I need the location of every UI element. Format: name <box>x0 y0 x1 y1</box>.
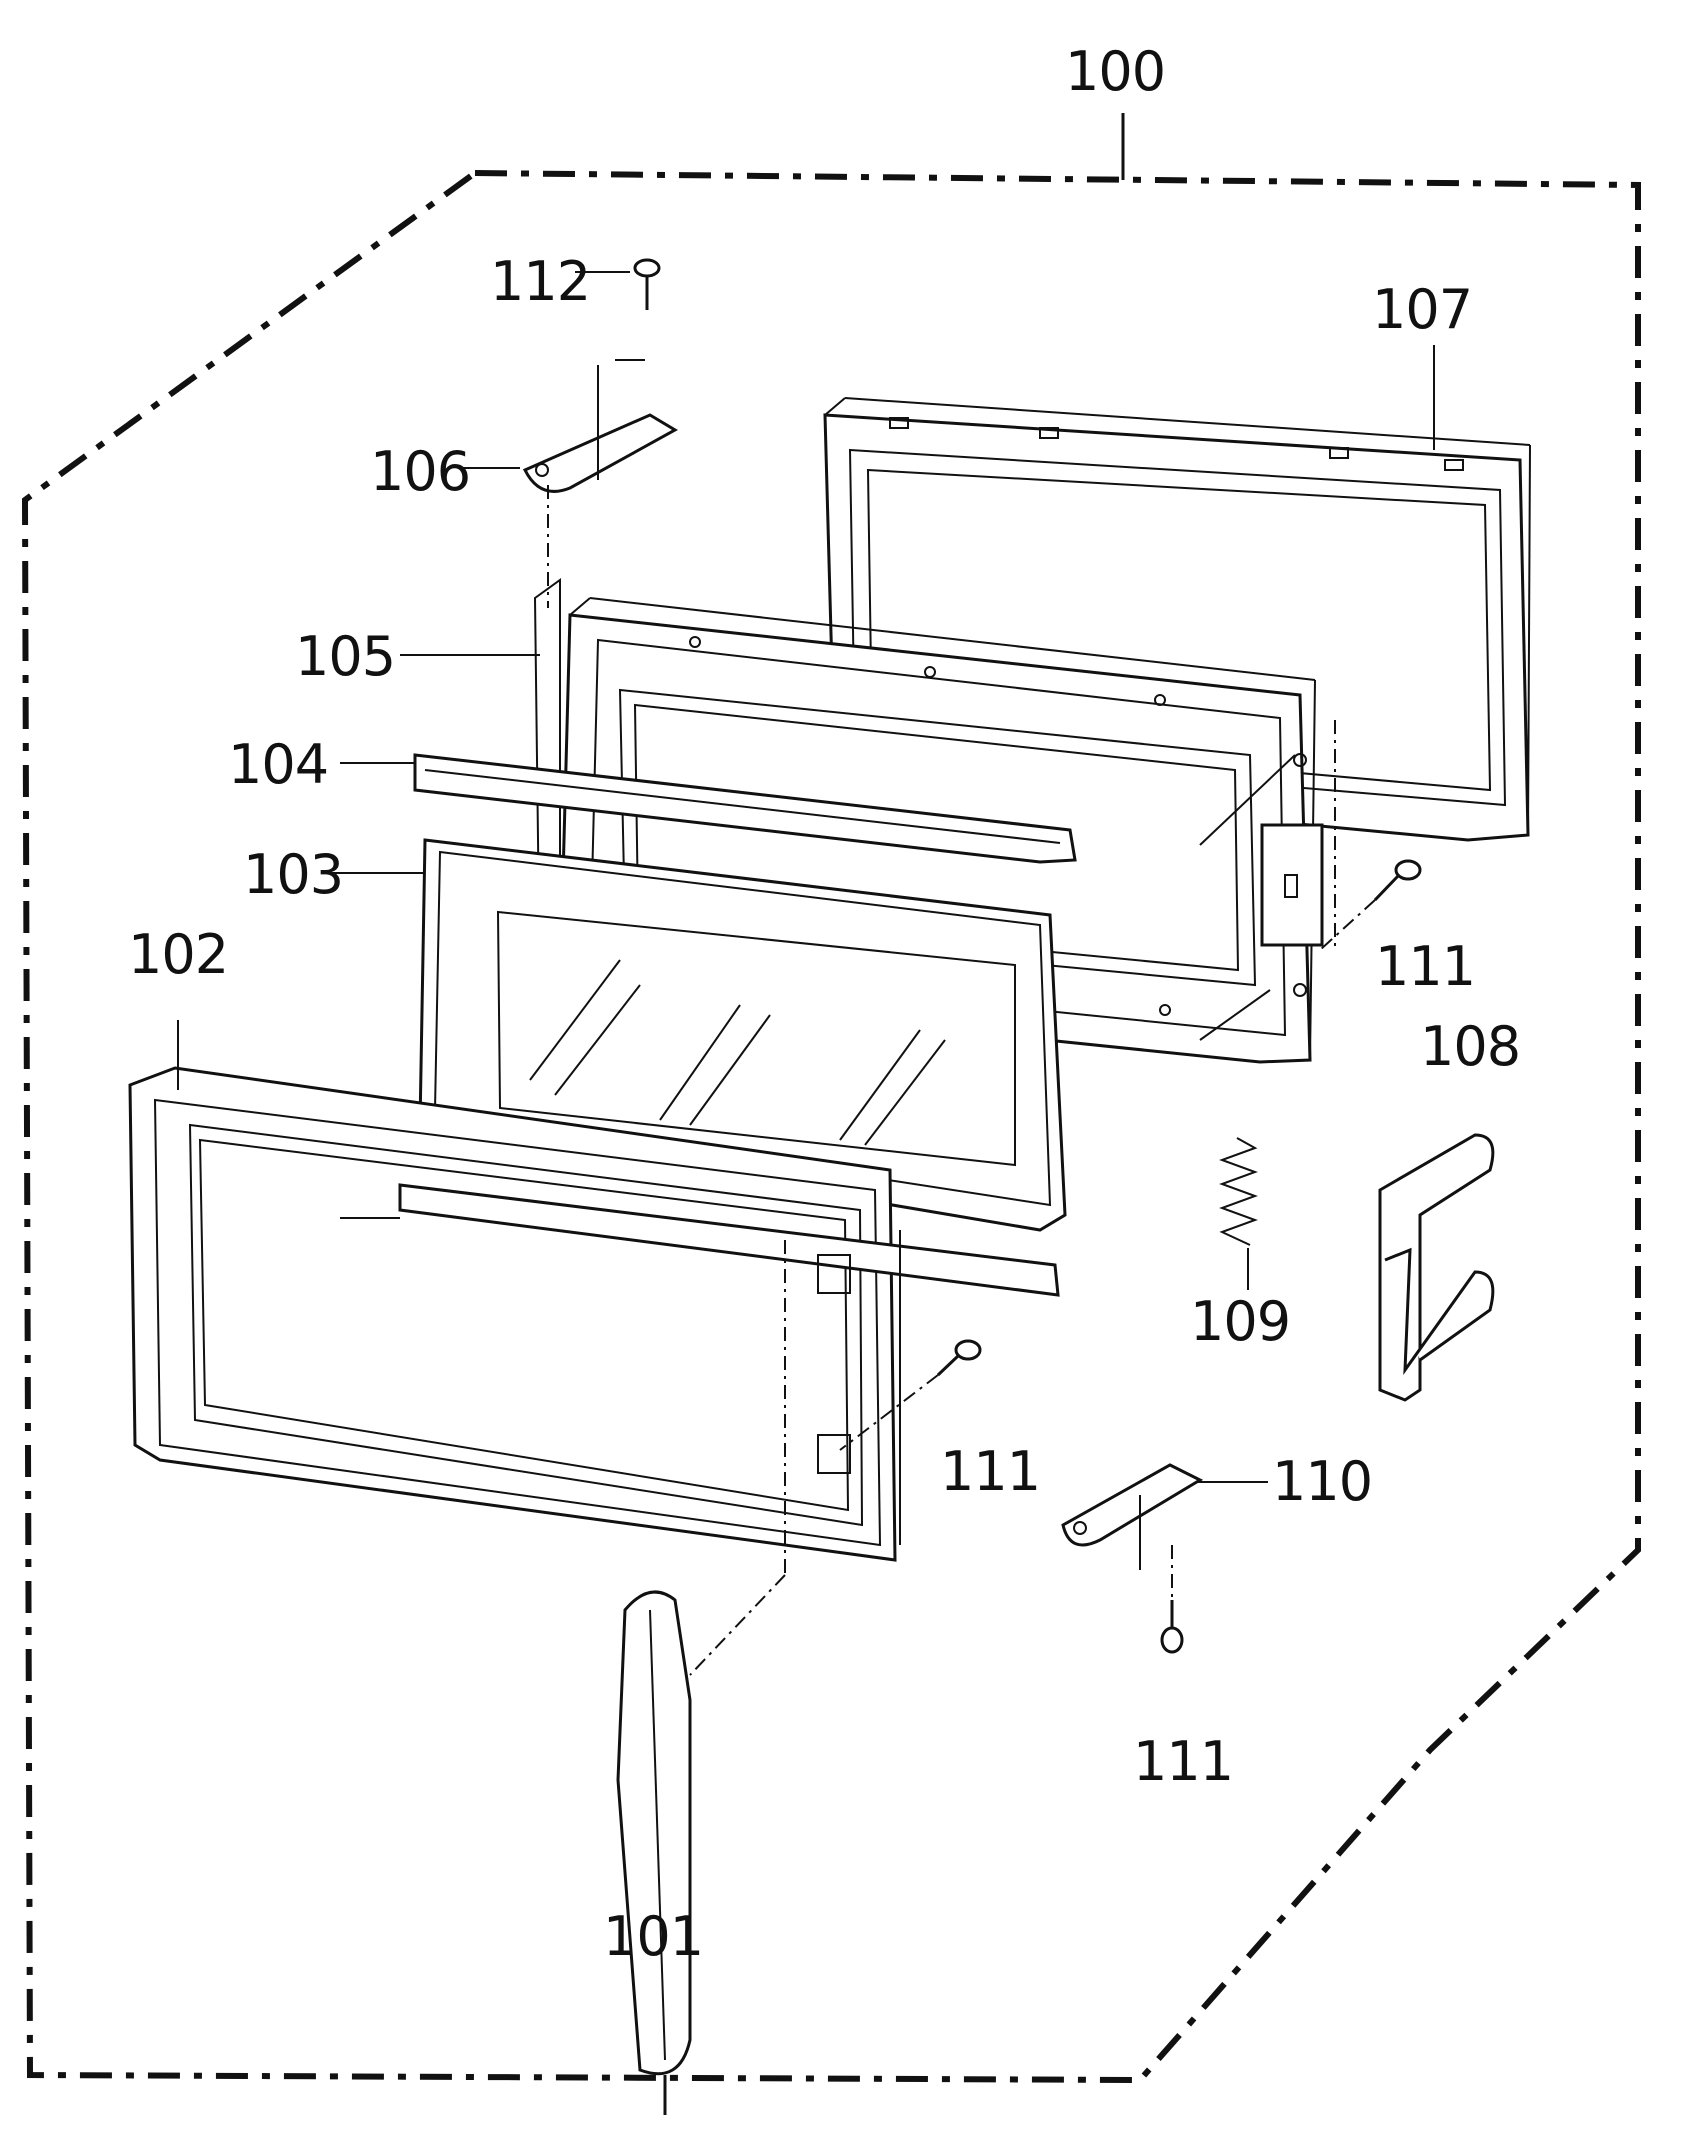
callout-111-bottom: 111 <box>1133 1730 1234 1793</box>
callout-105: 105 <box>295 625 396 688</box>
callout-106: 106 <box>370 440 471 503</box>
screw-bottom-part <box>1160 1600 1184 1654</box>
callout-102: 102 <box>128 923 229 986</box>
callout-108: 108 <box>1420 1015 1521 1078</box>
handle-part <box>616 1590 692 2115</box>
callout-101: 101 <box>603 1905 704 1968</box>
callout-112: 112 <box>490 250 591 313</box>
callout-104: 104 <box>228 733 329 796</box>
alignment-lines <box>547 485 1376 1676</box>
strip-part <box>413 753 1077 864</box>
callout-109: 109 <box>1190 1290 1291 1353</box>
spring-part <box>1219 1137 1258 1246</box>
screw-right-part <box>1373 859 1422 902</box>
leader-lines <box>177 271 1435 1483</box>
screw-middle-part <box>936 1339 982 1377</box>
assembly-boundary <box>21 113 1641 2084</box>
callout-107: 107 <box>1372 278 1473 341</box>
callout-111-middle: 111 <box>940 1440 1041 1503</box>
callout-111-right: 111 <box>1375 935 1476 998</box>
hinge-top-part <box>522 359 679 493</box>
door-frame-part <box>128 1066 1060 1562</box>
latch-hook-part <box>1378 1133 1495 1402</box>
callout-103: 103 <box>243 843 344 906</box>
hinge-bottom-part <box>1061 1463 1204 1570</box>
callout-100: 100 <box>1065 40 1166 103</box>
screw-top-part <box>633 258 661 310</box>
callout-110: 110 <box>1272 1450 1373 1513</box>
